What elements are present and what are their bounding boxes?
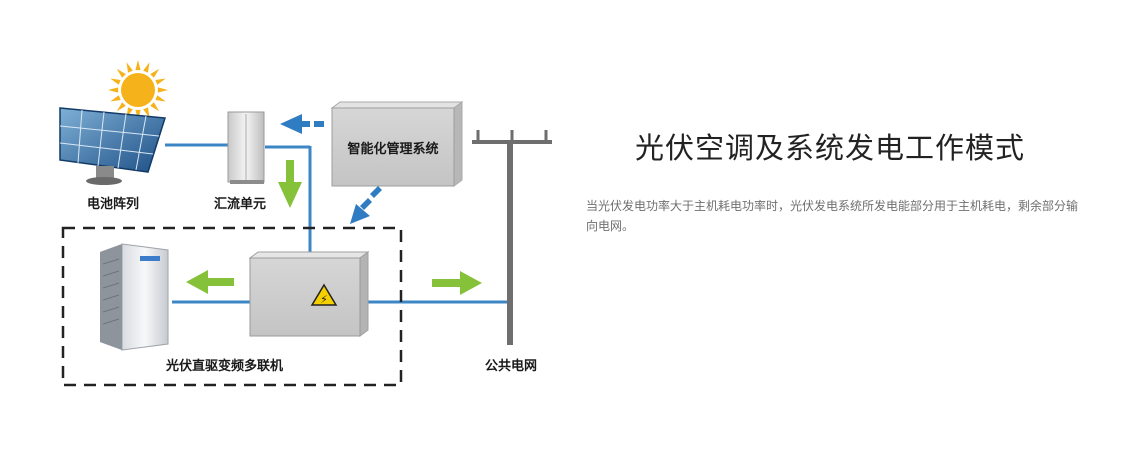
arrow-combiner-down	[278, 160, 302, 208]
arrow-to-unit	[186, 270, 234, 294]
description-text: 当光伏发电功率大于主机耗电功率时，光伏发电系统所发电能部分用于主机耗电，剩余部分…	[586, 199, 1079, 233]
label-vrf-unit: 光伏直驱变频多联机	[166, 359, 284, 374]
arrow-management-to-combiner	[280, 114, 324, 134]
sun-ray	[110, 78, 121, 85]
arrow-management-to-inverter	[350, 186, 382, 224]
sun-ray	[155, 95, 166, 102]
diagram-graphic: ⚡	[59, 60, 552, 387]
management-system-icon	[330, 101, 464, 187]
sun-ray	[110, 95, 121, 102]
warning-icon: ⚡	[310, 283, 338, 306]
utility-pole-icon	[472, 130, 552, 345]
sun-ray	[150, 102, 160, 112]
svg-text:⚡: ⚡	[320, 293, 328, 306]
label-management-system: 智能化管理系统	[347, 141, 439, 157]
sun-ray	[116, 68, 126, 78]
inverter-box-icon	[248, 251, 370, 337]
sun-ray	[157, 87, 168, 93]
label-combiner: 汇流单元	[214, 197, 267, 212]
system-boundary	[61, 226, 403, 387]
sun-icon	[108, 60, 168, 120]
outdoor-unit-icon	[100, 243, 169, 351]
arrow-to-grid	[432, 271, 482, 295]
arrows	[186, 114, 482, 295]
sun-ray	[116, 102, 126, 112]
label-solar-array: 电池阵列	[87, 197, 140, 212]
combiner-box-icon	[227, 111, 265, 184]
sun-ray	[143, 107, 150, 118]
sun-ray	[135, 60, 141, 71]
system-diagram: ⚡	[59, 60, 552, 387]
sun-ray	[150, 68, 160, 78]
solar-panel-icon	[59, 107, 166, 185]
label-grid: 公共电网	[485, 359, 538, 374]
wires	[165, 143, 510, 304]
sun-ray	[143, 62, 150, 73]
sun-ray	[126, 62, 133, 73]
sun-ray	[155, 78, 166, 85]
sun-ray	[108, 87, 119, 93]
page-title: 光伏空调及系统发电工作模式	[634, 131, 1025, 166]
